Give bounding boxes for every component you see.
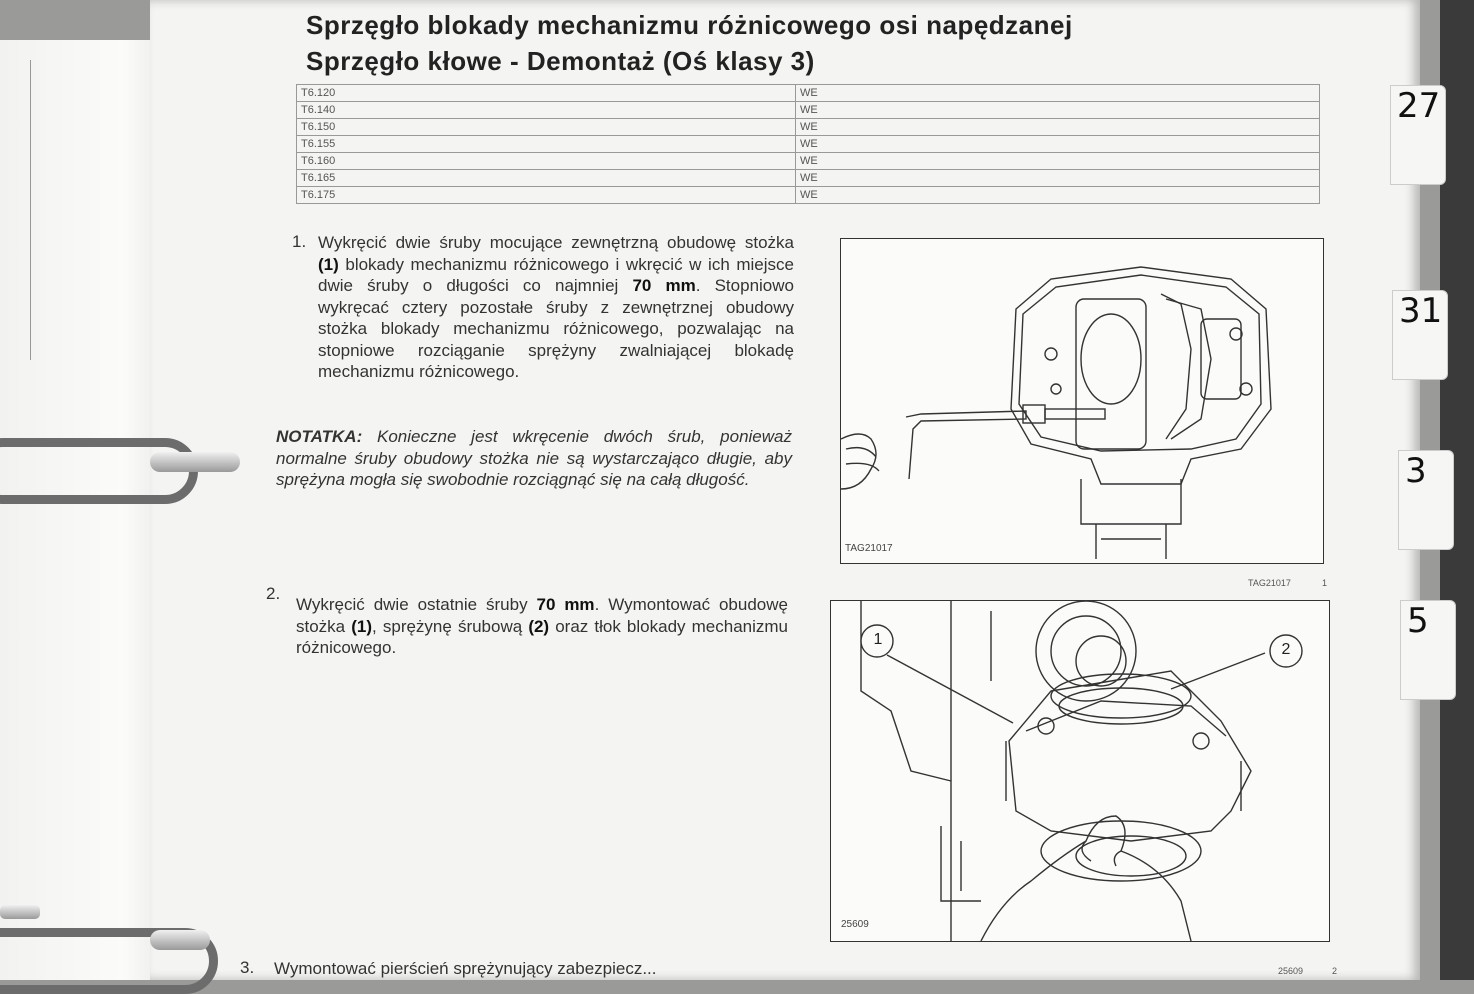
code-cell: WE (795, 84, 1320, 102)
figure-caption-code: 25609 (1278, 966, 1304, 976)
step-1-text: Wykręcić dwie śruby mocujące zewnętrzną … (318, 232, 794, 383)
figure-caption-number: 1 (1322, 578, 1328, 588)
code-cell: WE (795, 169, 1320, 187)
differential-lock-illustration (840, 266, 1272, 559)
dimension-value: 70 mm (536, 595, 595, 614)
page-title: Sprzęgło blokady mechanizmu różnicowego … (306, 10, 1073, 40)
section-tab-31[interactable]: 31 (1392, 290, 1448, 380)
figure-1: TAG21017 (840, 238, 1324, 564)
figure-caption-number: 2 (1332, 966, 1338, 976)
callout-2: 2 (1281, 641, 1291, 658)
note-label: NOTATKA: (276, 427, 363, 446)
figure-2: 1 2 25609 (830, 600, 1330, 942)
binder-ring-top-clasp (150, 452, 240, 472)
step-text: oraz tłok blokady mechanizmu różnicowego… (296, 616, 789, 658)
model-cell: T6.140 (296, 101, 796, 119)
left-page-stack (0, 40, 175, 980)
callout-1: 1 (873, 631, 883, 648)
section-tab-label: 31 (1399, 291, 1443, 331)
step-3-text: Wymontować pierścień sprężynujący zabezp… (274, 959, 657, 978)
step-number: 1. (292, 232, 307, 251)
dimension-value: 70 mm (632, 276, 696, 295)
model-cell: T6.150 (296, 118, 796, 136)
section-tab-3[interactable]: 3 (1398, 450, 1454, 550)
callout-ref: (1) (351, 616, 373, 636)
note-block: NOTATKA: Konieczne jest wkręcenie dwóch … (276, 426, 792, 491)
step-text: blokady mechanizmu różnicowego i wkręcić… (318, 254, 794, 296)
code-cell: WE (795, 152, 1320, 170)
page-subtitle: Sprzęgło kłowe - Demontaż (Oś klasy 3) (306, 46, 815, 76)
section-tab-label: 5 (1407, 601, 1429, 641)
note-text: Konieczne jest wkręcenie dwóch śrub, pon… (276, 427, 792, 489)
step-text: Wykręcić dwie śruby mocujące zewnętrzną … (318, 233, 794, 252)
code-cell: WE (795, 101, 1320, 119)
model-cell: T6.160 (296, 152, 796, 170)
step-2-text: Wykręcić dwie ostatnie śruby 70 mm. Wymo… (296, 594, 788, 659)
model-cell: T6.165 (296, 169, 796, 187)
model-cell: T6.155 (296, 135, 796, 153)
cone-housing-removal-illustration (860, 600, 1303, 942)
callout-ref: (1) (318, 254, 339, 274)
section-tab-label: 3 (1405, 451, 1427, 491)
callout-ref: (2) (528, 616, 550, 636)
left-page-edge (0, 60, 31, 360)
section-tab-label: 27 (1397, 86, 1441, 126)
model-cell: T6.175 (296, 186, 796, 204)
step-text: Wykręcić dwie ostatnie śruby (296, 595, 537, 614)
step-number: 3. (240, 958, 255, 977)
section-tab-5[interactable]: 5 (1400, 600, 1456, 700)
figure-code: 25609 (841, 919, 869, 930)
step-text: , sprężynę śrubową (372, 616, 529, 636)
figure-code: TAG21017 (845, 543, 893, 554)
code-cell: WE (795, 118, 1320, 136)
step-text: . Stopniowo wykręcać cztery pozostałe śr… (318, 276, 794, 381)
binder-ring-bottom-clasp (150, 930, 210, 950)
code-cell: WE (795, 186, 1320, 204)
code-cell: WE (795, 135, 1320, 153)
step-number: 2. (266, 584, 281, 603)
figure-caption-code: TAG21017 (1248, 578, 1291, 588)
binder-ring-bottom-shine (0, 905, 40, 919)
step-text: . Wymontować obudowę stożka (296, 595, 788, 636)
model-cell: T6.120 (296, 84, 796, 102)
section-tab-27[interactable]: 27 (1390, 85, 1446, 185)
